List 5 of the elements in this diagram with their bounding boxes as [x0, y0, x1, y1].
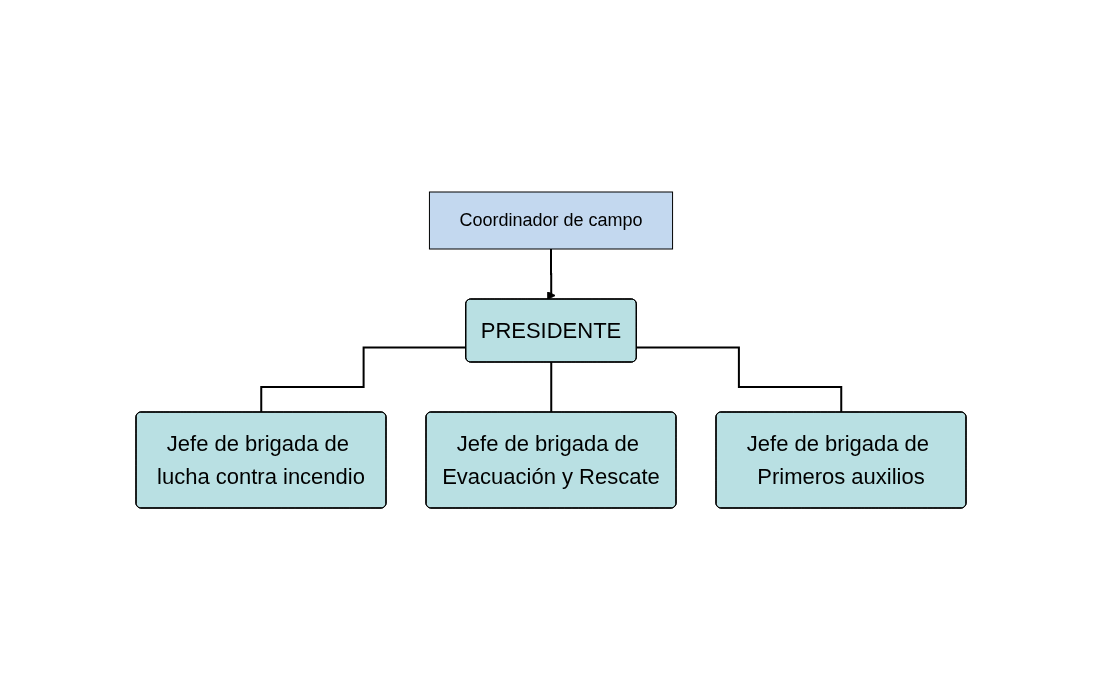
connector: [549, 361, 552, 414]
arrow: [546, 248, 556, 300]
node-box: Coordinador de campo: [428, 191, 673, 250]
connector: [635, 346, 842, 414]
connector: [259, 346, 467, 414]
